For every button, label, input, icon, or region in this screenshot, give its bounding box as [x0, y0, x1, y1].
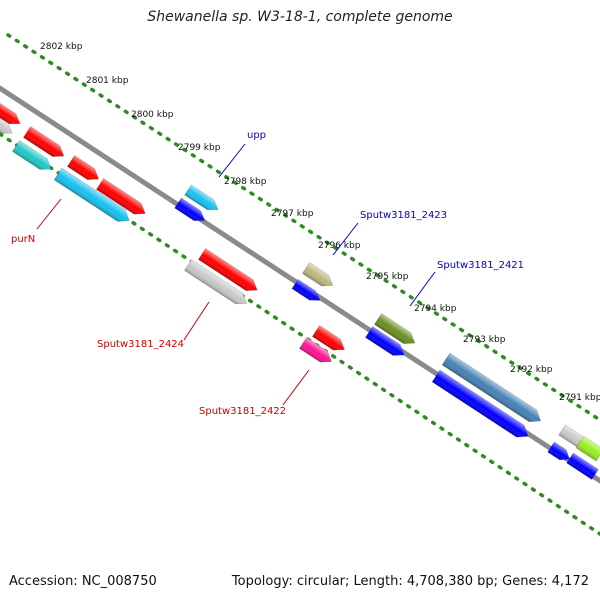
gene-label[interactable]: Sputw3181_2421	[437, 260, 524, 271]
tick-label: 2792 kbp	[510, 365, 553, 375]
tick-label: 2802 kbp	[40, 42, 83, 52]
gene-feature[interactable]	[96, 178, 148, 219]
map-title: Shewanella sp. W3-18-1, complete genome	[147, 9, 453, 25]
tick-label: 2795 kbp	[366, 272, 409, 282]
gene-feature[interactable]	[575, 435, 600, 462]
tick-label: 2799 kbp	[178, 143, 221, 153]
gene-feature[interactable]	[12, 140, 54, 175]
gene-feature[interactable]	[365, 326, 407, 361]
tick-label: 2797 kbp	[271, 209, 314, 219]
tick-label: 2794 kbp	[414, 304, 457, 314]
tick-label: 2793 kbp	[463, 335, 506, 345]
gene-label[interactable]: Sputw3181_2422	[199, 406, 286, 417]
gene-feature[interactable]	[198, 248, 260, 296]
gene-feature[interactable]	[67, 155, 102, 185]
gene-feature[interactable]	[184, 184, 222, 215]
gene-label-leader	[218, 143, 246, 178]
genome-summary-text: Topology: circular; Length: 4,708,380 bp…	[231, 574, 589, 589]
accession-text: Accession: NC_008750	[9, 574, 157, 589]
ruler-outer	[6, 33, 600, 422]
tick-label: 2798 kbp	[224, 177, 267, 187]
gene-label[interactable]: Sputw3181_2424	[97, 339, 184, 350]
gene-feature[interactable]	[312, 325, 348, 355]
gene-label[interactable]: Sputw3181_2423	[360, 210, 447, 221]
gene-label-leader	[409, 271, 436, 307]
tick-label: 2800 kbp	[131, 110, 174, 120]
gene-label[interactable]: purN	[11, 234, 35, 245]
gene-feature[interactable]	[431, 369, 532, 442]
gene-label-leader	[282, 369, 310, 406]
gene-feature[interactable]	[441, 352, 544, 427]
gene-feature[interactable]	[23, 126, 67, 162]
gene-label-leader	[183, 301, 210, 341]
gene-feature[interactable]	[184, 259, 250, 309]
gene-feature[interactable]	[291, 278, 323, 305]
gene-feature[interactable]	[53, 167, 133, 226]
tick-label: 2791 kbp	[559, 393, 600, 403]
gene-feature[interactable]	[566, 452, 599, 480]
tick-label: 2801 kbp	[86, 76, 129, 86]
gene-feature[interactable]	[302, 262, 336, 291]
gene-feature[interactable]	[547, 441, 573, 464]
gene-feature[interactable]	[0, 114, 15, 138]
gene-feature[interactable]	[374, 313, 418, 349]
gene-feature[interactable]	[299, 337, 335, 367]
gene-label-leader	[36, 198, 62, 230]
gene-feature[interactable]	[174, 197, 208, 226]
gene-label[interactable]: upp	[247, 130, 266, 141]
gene-label-leader	[332, 222, 359, 256]
gene-feature[interactable]	[0, 98, 23, 129]
tick-label: 2796 kbp	[318, 241, 361, 251]
